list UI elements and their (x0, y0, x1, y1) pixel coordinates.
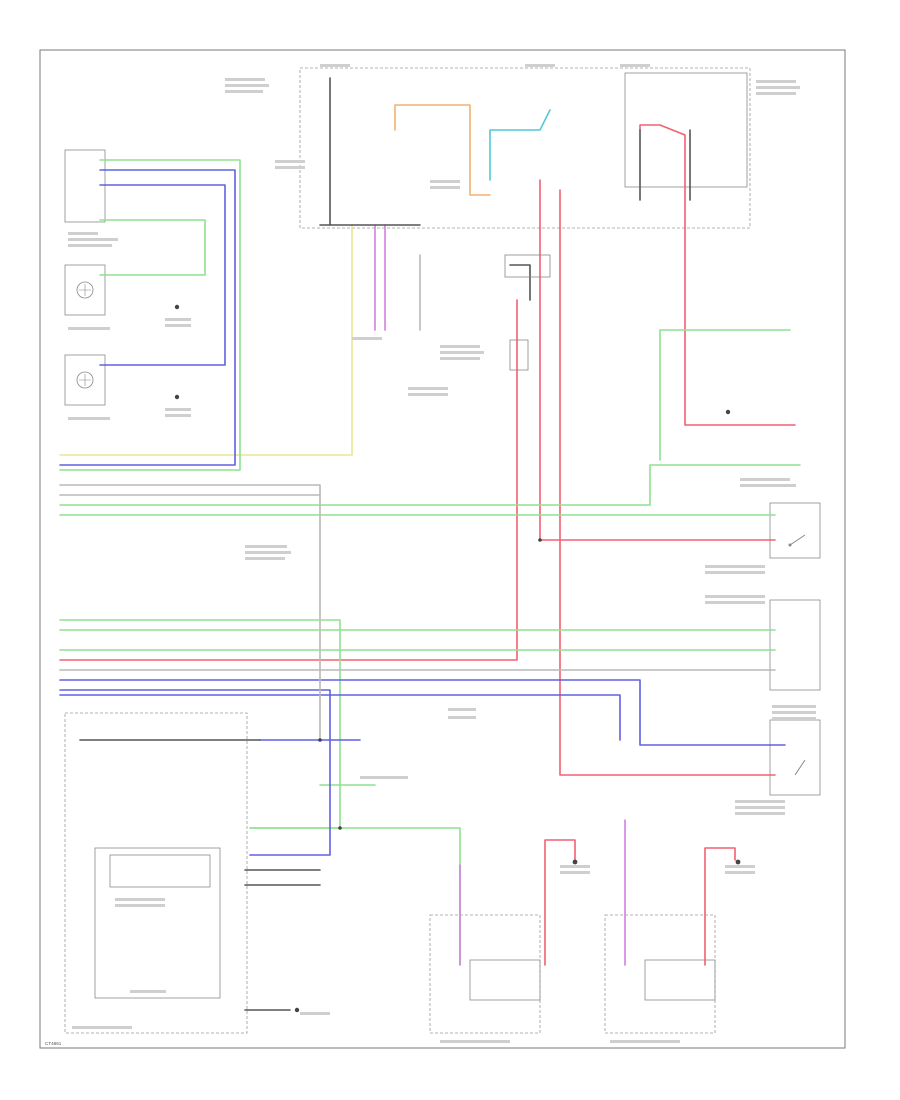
connector-block-icon (509, 339, 529, 371)
right-front-turn-lamp-icon (76, 281, 94, 299)
brake-switch-box (769, 502, 821, 559)
control-unit-inner-box (94, 847, 221, 999)
black-wire-relay (509, 264, 531, 301)
ground-connector (725, 409, 731, 415)
combination-switch-box (64, 149, 106, 223)
splice-point (338, 826, 342, 830)
left-front-turn-lamp-icon (76, 371, 94, 389)
ground-connector (174, 394, 180, 400)
splice-point (318, 738, 322, 742)
red-wire-left-lamp-feed (559, 189, 776, 776)
cyan-wire (489, 109, 551, 181)
engine-room-fuse-box (624, 72, 748, 188)
label-placeholders (68, 64, 816, 1043)
splice-point (538, 538, 542, 542)
red-wire-fuse-to-switch (639, 124, 796, 426)
blue-wire-rear-1 (59, 679, 786, 746)
rear-right-lamp-box (769, 599, 821, 691)
green-wire-switch-1 (59, 159, 241, 471)
blue-wire-switch-1 (59, 169, 236, 466)
engine-control-module-box (64, 712, 248, 1034)
right-mirror-lamp-box (469, 959, 541, 1001)
relay-circuit-box (109, 854, 211, 888)
rear-left-lamp-box (769, 719, 821, 796)
right-outer-mirror-box (429, 914, 541, 1034)
red-wire-left-mirror (704, 847, 736, 966)
green-wire-brake-1 (59, 464, 801, 506)
right-front-turn-lamp-box (64, 264, 106, 316)
relay-icon (504, 254, 551, 278)
blue-wire-switch-2 (99, 184, 226, 366)
left-outer-mirror-box (604, 914, 716, 1034)
orange-wire (394, 104, 491, 196)
ground-connector (294, 1007, 300, 1013)
left-mirror-lamp-box (644, 959, 716, 1001)
blue-wire-rear-2 (59, 689, 331, 856)
red-wire-horizontal (59, 299, 518, 661)
yellow-wire (59, 224, 353, 456)
gray-wire-1 (59, 484, 321, 741)
green-wire-brake-2 (659, 329, 791, 461)
green-wire-rear-1 (59, 619, 341, 829)
blue-wire-rear-3 (59, 694, 621, 741)
red-wire-stop-lamp-feed (539, 179, 776, 541)
diagram-frame (39, 49, 846, 1049)
ground-connector (174, 304, 180, 310)
left-front-turn-lamp-box (64, 354, 106, 406)
green-wire-mirror (249, 827, 461, 966)
green-wire-switch-2 (99, 219, 206, 276)
brake-switch-icon (788, 534, 806, 547)
ground-connector (735, 859, 741, 865)
ground-connector (572, 859, 578, 865)
red-wire-right-mirror (544, 839, 576, 966)
rear-left-lamp-icon (794, 759, 806, 776)
diagram-code: CT4861 (45, 1041, 62, 1046)
junction-box-outline (299, 67, 751, 229)
